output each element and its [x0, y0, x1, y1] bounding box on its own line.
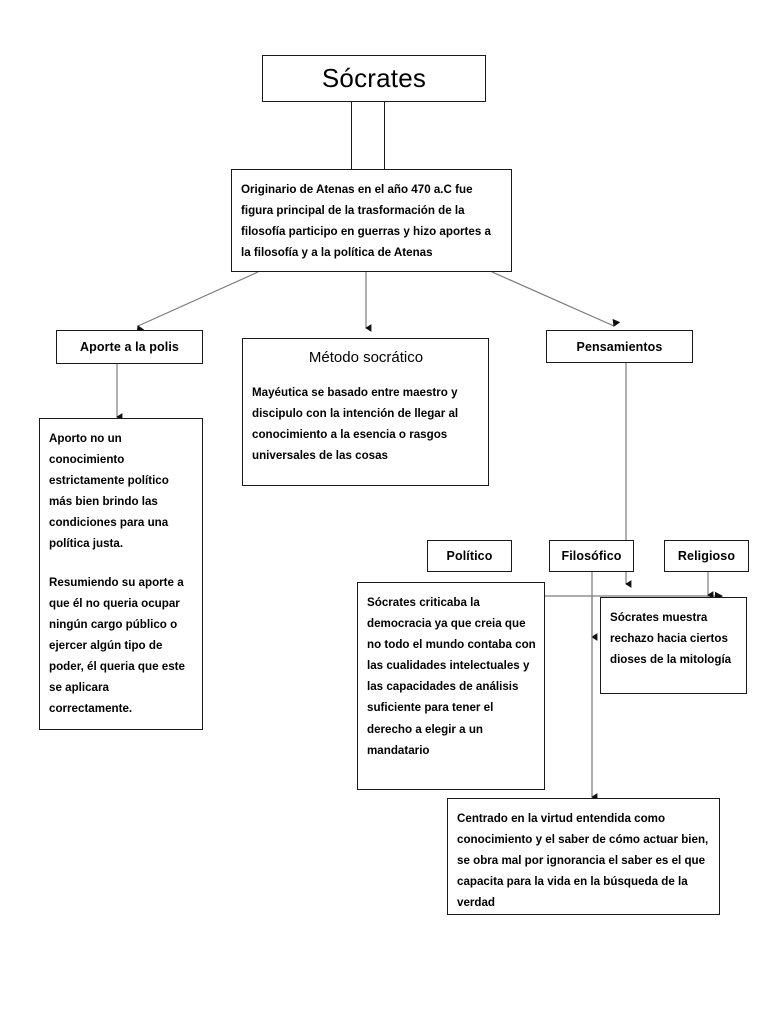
node-branch-metodo-socratico[interactable]: Método socrático Mayéutica se basado ent…	[242, 338, 489, 486]
node-detail-religioso[interactable]: Sócrates muestra rechazo hacia ciertos d…	[600, 597, 747, 694]
node-branch-aporte-polis-label: Aporte a la polis	[80, 340, 179, 354]
node-detail-filosofico-text: Centrado en la virtud entendida como con…	[457, 812, 709, 910]
node-branch-pensamientos-label: Pensamientos	[576, 339, 663, 354]
node-subbranch-filosofico-label: Filosófico	[561, 549, 622, 563]
node-branch-aporte-polis[interactable]: Aporte a la polis	[56, 330, 203, 364]
node-detail-politico[interactable]: Sócrates criticaba la democracia ya que …	[357, 582, 545, 790]
node-detail-politico-text: Sócrates criticaba la democracia ya que …	[367, 596, 536, 757]
node-subbranch-politico[interactable]: Político	[427, 540, 512, 572]
node-root-label: Sócrates	[321, 63, 427, 93]
node-root-socrates[interactable]: Sócrates	[262, 55, 486, 102]
node-subbranch-religioso[interactable]: Religioso	[664, 540, 749, 572]
link-intro-to-polis	[136, 271, 259, 334]
link-intro-to-pensamientos	[491, 271, 621, 327]
node-detail-aporte-polis[interactable]: Aporto no un conocimiento estrictamente …	[39, 418, 203, 730]
node-subbranch-politico-label: Político	[446, 549, 493, 563]
node-subbranch-religioso-label: Religioso	[677, 549, 736, 563]
root-stem-connector	[351, 102, 385, 170]
node-intro-origen[interactable]: Originario de Atenas en el año 470 a.C f…	[231, 169, 512, 272]
node-intro-text: Originario de Atenas en el año 470 a.C f…	[241, 183, 491, 260]
node-branch-metodo-label: Método socrático	[308, 349, 424, 366]
node-subbranch-filosofico[interactable]: Filosófico	[549, 540, 634, 572]
node-branch-pensamientos[interactable]: Pensamientos	[546, 330, 693, 363]
node-branch-metodo-text: Mayéutica se basado entre maestro y disc…	[252, 385, 459, 462]
node-detail-aporte-polis-text-2: Resumiendo su aporte a que él no queria …	[49, 575, 185, 716]
node-detail-aporte-polis-text-1: Aporto no un conocimiento estrictamente …	[49, 432, 169, 551]
node-detail-religioso-text: Sócrates muestra rechazo hacia ciertos d…	[610, 611, 732, 667]
node-detail-filosofico[interactable]: Centrado en la virtud entendida como con…	[447, 798, 720, 915]
